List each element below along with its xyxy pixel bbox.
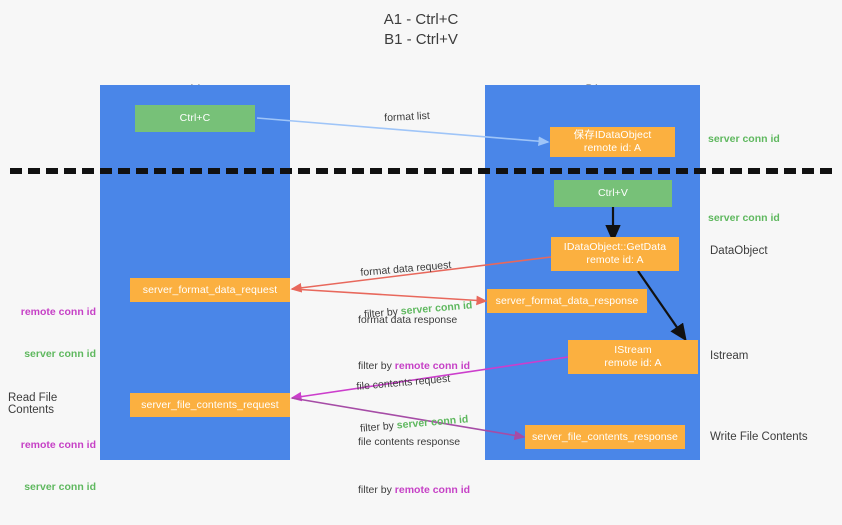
left-annotation-conn-ids-2: remote conn id server conn id xyxy=(0,410,96,522)
right-server-conn-id-top: server conn id xyxy=(708,133,780,145)
label-format-list: format list xyxy=(383,109,431,125)
box-istream[interactable]: IStream remote id: A xyxy=(568,340,698,374)
box-ctrl-v[interactable]: Ctrl+V xyxy=(554,180,672,207)
box-ctrl-c[interactable]: Ctrl+C xyxy=(135,105,255,132)
filter-prefix: filter by xyxy=(358,360,395,372)
right-write-file-contents: Write File Contents xyxy=(710,431,808,443)
box-save-idataobject-line1: 保存IDataObject xyxy=(573,129,652,141)
filter-value-remote-conn-id: remote conn id xyxy=(394,360,471,372)
label-format-data-response-text: format data response xyxy=(358,314,458,326)
box-server-format-data-response-label: server_format_data_response xyxy=(495,294,639,307)
label-file-contents-response-text: file contents response xyxy=(358,436,461,448)
box-istream-line1: IStream xyxy=(614,344,652,356)
box-server-format-data-request-label: server_format_data_request xyxy=(142,283,278,296)
left-server-conn-id-1: server conn id xyxy=(24,348,96,360)
box-server-format-data-response[interactable]: server_format_data_response xyxy=(487,289,647,313)
box-save-idataobject-line2: remote id: A xyxy=(583,142,642,154)
filter-value-remote-conn-id: remote conn id xyxy=(394,484,471,496)
right-server-conn-id-mid: server conn id xyxy=(708,212,780,224)
box-server-file-contents-request-label: server_file_contents_request xyxy=(141,398,279,411)
box-getdata-line2: remote id: A xyxy=(586,254,644,266)
box-getdata-line1: IDataObject::GetData xyxy=(563,241,667,253)
phase-divider xyxy=(10,168,832,174)
label-format-data-response: format data response filter by remote co… xyxy=(358,285,548,401)
label-file-contents-request-text: file contents request xyxy=(355,372,451,393)
label-file-contents-response: file contents response filter by remote … xyxy=(358,407,548,525)
left-server-conn-id-2: server conn id xyxy=(24,481,96,493)
box-server-file-contents-response[interactable]: server_file_contents_response xyxy=(525,425,685,449)
box-idataobject-getdata[interactable]: IDataObject::GetData remote id: A xyxy=(551,237,679,271)
left-read-file-contents: Read File Contents xyxy=(8,392,58,416)
box-server-file-contents-response-label: server_file_contents_response xyxy=(532,430,678,443)
right-istream: Istream xyxy=(710,350,749,362)
left-remote-conn-id-1: remote conn id xyxy=(20,306,96,318)
box-server-format-data-request[interactable]: server_format_data_request xyxy=(130,278,290,302)
diagram-title: A1 - Ctrl+C B1 - Ctrl+V xyxy=(383,11,459,48)
diagram-canvas: A1 - Ctrl+C B1 - Ctrl+V A1 remote B1 con… xyxy=(0,11,832,496)
right-dataobject: DataObject xyxy=(710,245,768,257)
left-annotation-conn-ids-1: remote conn id server conn id xyxy=(0,277,96,389)
box-ctrl-v-label: Ctrl+V xyxy=(597,187,629,199)
box-istream-line2: remote id: A xyxy=(604,357,662,369)
box-server-file-contents-request[interactable]: server_file_contents_request xyxy=(130,393,290,417)
box-save-idataobject[interactable]: 保存IDataObject remote id: A xyxy=(550,127,675,157)
label-format-data-request-text: format data request xyxy=(359,259,452,279)
label-format-data-response-filter: filter by remote conn id xyxy=(358,359,548,373)
left-remote-conn-id-2: remote conn id xyxy=(20,439,96,451)
filter-prefix: filter by xyxy=(358,484,395,496)
label-file-contents-response-filter: filter by remote conn id xyxy=(358,483,548,497)
box-ctrl-c-label: Ctrl+C xyxy=(179,112,211,124)
